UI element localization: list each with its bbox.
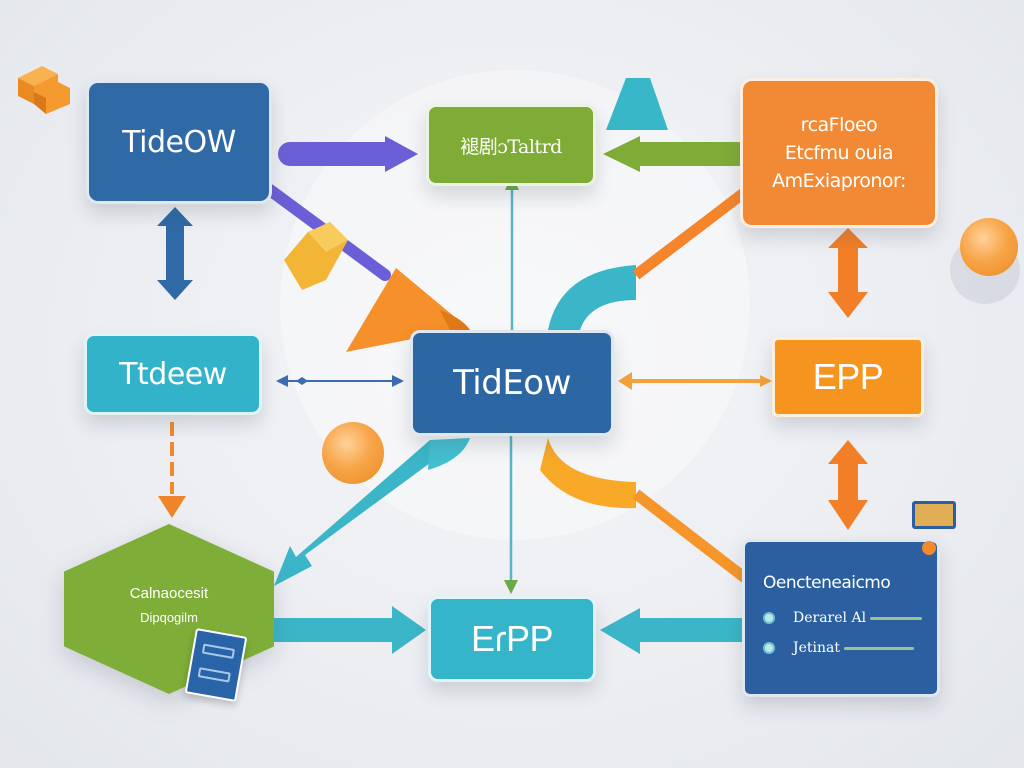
edge-center-bottomcenter — [504, 436, 518, 594]
list-item-label: Derarel Al — [793, 610, 867, 626]
list-item-label: Jetinat — [793, 640, 840, 656]
edge-center-bottomleft — [274, 440, 445, 586]
node-subtitle: Dipqogilm — [140, 610, 198, 625]
node-label: 褪剧ɔTaltrd — [460, 135, 562, 158]
node-center[interactable]: TidEow — [410, 330, 614, 436]
node-mid-left[interactable]: Ttdeew — [84, 333, 262, 415]
yellow-cube-icon — [284, 222, 348, 290]
node-top-right[interactable]: rcaFloeo Etcfmu ouia AmExiapronor: — [740, 78, 938, 228]
edge-midright-center — [618, 372, 772, 390]
orange-sphere-icon — [960, 218, 1018, 276]
node-title: Calnaocesit — [129, 585, 209, 602]
teal-curve-lower — [428, 438, 470, 470]
node-tideow-top-left[interactable]: TideOW — [86, 80, 272, 204]
list-item-line — [844, 646, 914, 650]
edge-bottomleft-bottomcenter — [272, 606, 426, 654]
edge-topleft-midleft — [157, 207, 193, 300]
node-label-line-1: rcaFloeo — [800, 114, 878, 136]
node-bottom-left-hexagon[interactable]: Calnaocesit Dipqogilm — [64, 524, 274, 694]
list-item: Derarel Al — [763, 603, 923, 633]
edge-center-topcenter — [505, 176, 519, 330]
node-label: Ttdeew — [119, 356, 227, 392]
edge-midleft-bottomleft — [158, 422, 186, 518]
bullet-icon — [763, 612, 775, 624]
edge-center-topright — [632, 187, 749, 280]
list-item-line — [870, 616, 923, 620]
node-title: Oencteneaicmo — [763, 573, 891, 593]
node-label-line-2: Etcfmu ouia — [784, 142, 894, 164]
node-label: EɾPP — [470, 618, 554, 659]
node-label-line-3: AmExiapronor: — [772, 170, 906, 192]
teal-trapezoid-icon — [606, 78, 668, 130]
note-icon — [912, 501, 956, 529]
node-top-center[interactable]: 褪剧ɔTaltrd — [426, 104, 596, 186]
node-bottom-right[interactable]: Oencteneaicmo Derarel Al Jetinat — [742, 539, 940, 697]
orange-sphere-icon — [322, 422, 384, 484]
edge-topright-midright — [828, 228, 868, 318]
node-label: EPP — [812, 356, 884, 397]
node-label: TidEow — [453, 363, 571, 403]
node-mid-right-epp[interactable]: EPP — [772, 337, 924, 417]
hexagon-shape: Calnaocesit Dipqogilm — [64, 524, 274, 694]
teal-curve-upper — [548, 265, 636, 330]
edge-bottomright-bottomcenter — [600, 608, 742, 654]
edge-topright-topcenter — [603, 136, 750, 172]
server-slot — [197, 667, 231, 683]
orange-cube-icon — [18, 66, 70, 114]
bullet-icon — [763, 642, 775, 654]
edge-topleft-topcenter — [278, 136, 418, 172]
status-dot-icon — [922, 541, 936, 555]
orange-curve-lower — [540, 438, 636, 509]
edge-center-bottomright — [632, 489, 749, 583]
list-item: Jetinat — [763, 633, 914, 663]
server-slot — [201, 643, 236, 659]
edge-midleft-center — [276, 375, 404, 387]
edge-midright-bottomright — [828, 440, 868, 530]
node-label: TideOW — [122, 124, 236, 160]
node-bottom-center[interactable]: EɾPP — [428, 596, 596, 682]
